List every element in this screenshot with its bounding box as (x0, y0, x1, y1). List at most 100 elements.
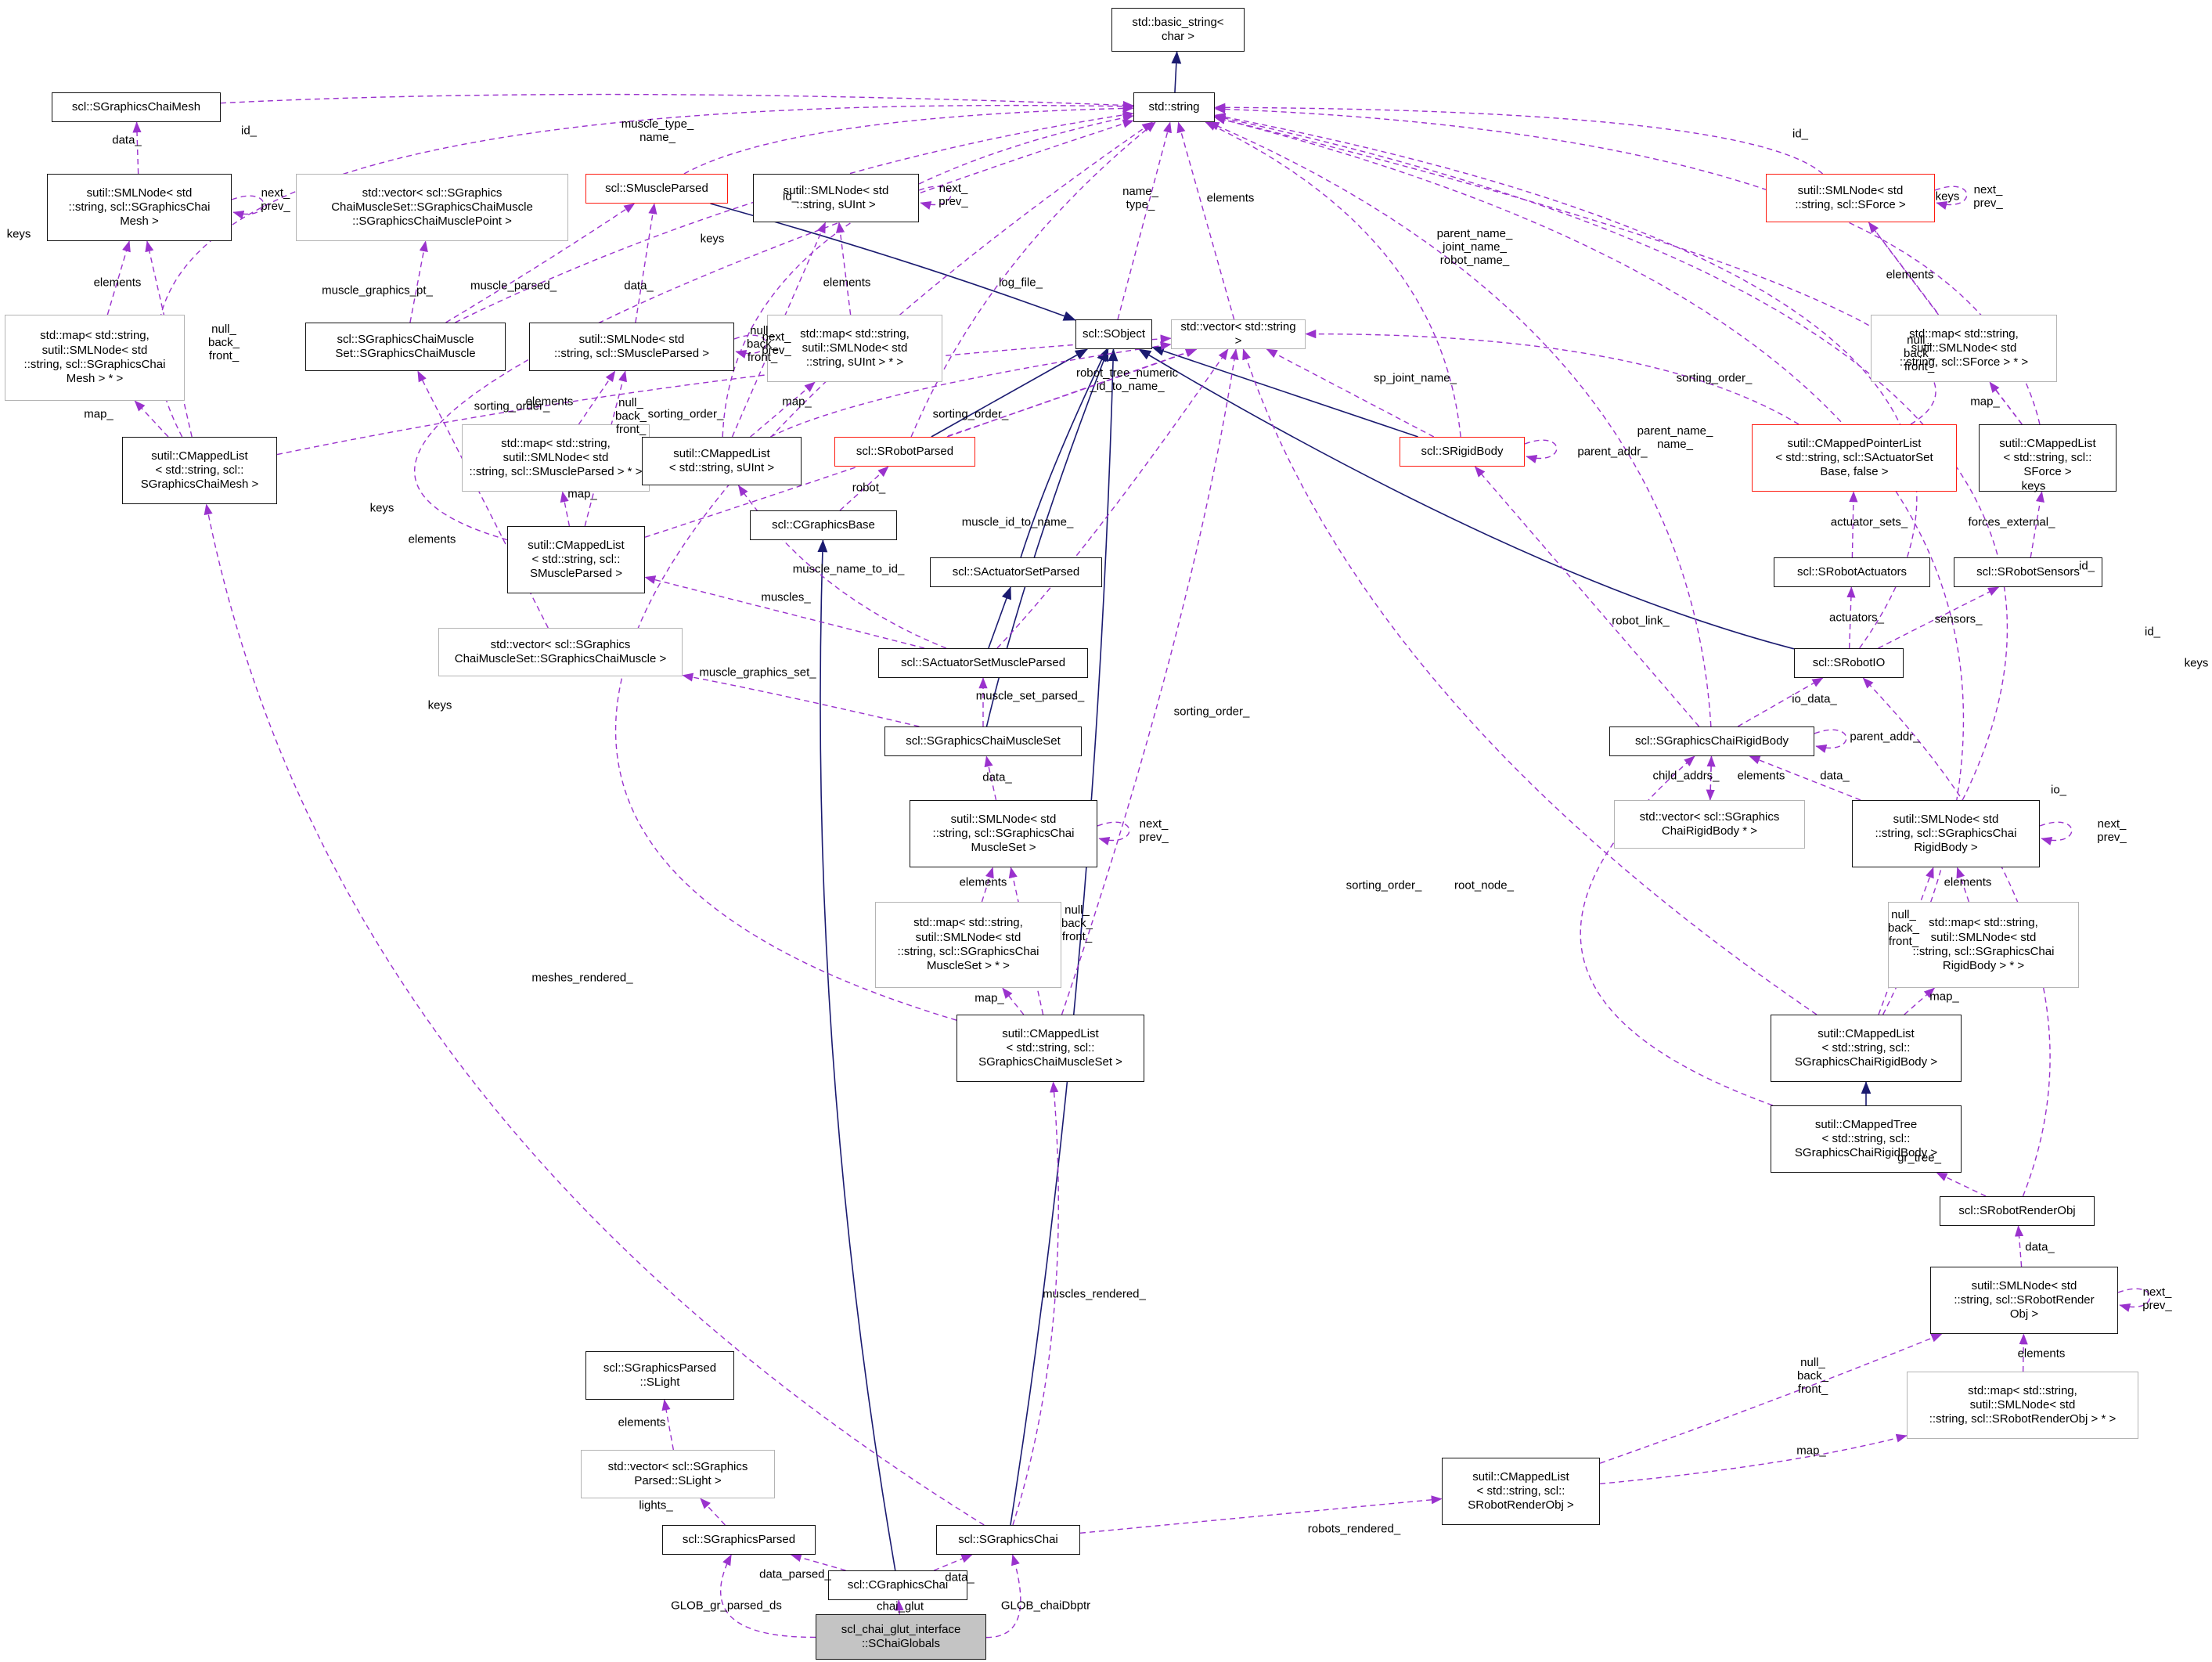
usage-edge-rrobj-to-cmt_gcrigid (1936, 1172, 1987, 1197)
usage-edge-cmpl_aset-to-string (1214, 115, 1936, 425)
inheritance-edge-robot_io-to-sobject (1138, 348, 1795, 650)
class-node-gcrigid[interactable]: scl::SGraphicsChaiRigidBody (1609, 726, 1814, 756)
usage-edge-vec_slight-to-slight (661, 1399, 675, 1451)
usage-edge-node_mparsed-to-node_mparsed (733, 334, 767, 359)
usage-edge-cgchai-to-gchai (933, 1554, 973, 1571)
class-node-rrobj[interactable]: scl::SRobotRenderObj (1940, 1196, 2095, 1226)
class-node-vec_slight[interactable]: std::vector< scl::SGraphics Parsed::SLig… (581, 1450, 775, 1498)
class-node-robot_actuators[interactable]: scl::SRobotActuators (1774, 557, 1930, 587)
usage-edge-aset_mparsed-to-cml_mparsed (644, 575, 925, 649)
usage-edge-cml_suint-to-vec_string (770, 341, 1172, 438)
class-node-vec_string[interactable]: std::vector< std::string > (1171, 319, 1306, 349)
class-node-vec_mpoint[interactable]: std::vector< scl::SGraphics ChaiMuscleSe… (296, 174, 568, 241)
usage-edge-gcrigid-to-gcrigid (1814, 729, 1847, 753)
usage-edge-cmpl_aset-to-vec_string (1305, 330, 1800, 425)
usage-edge-robot_parsed-to-string (910, 121, 1156, 438)
class-node-rigid_body[interactable]: scl::SRigidBody (1400, 437, 1525, 467)
class-node-gparsed[interactable]: scl::SGraphicsParsed (662, 1525, 816, 1555)
usage-edge-rigid_body-to-string (1205, 121, 1461, 438)
usage-edge-gchai-to-cml_rrobj (1079, 1495, 1443, 1534)
class-node-robot_io[interactable]: scl::SRobotIO (1794, 648, 1904, 678)
class-node-mesh[interactable]: scl::SGraphicsChaiMesh (52, 92, 221, 122)
class-node-node_gcrigid[interactable]: sutil::SMLNode< std ::string, scl::SGrap… (1852, 800, 2040, 867)
class-node-cmt_gcrigid[interactable]: sutil::CMappedTree < std::string, scl:: … (1771, 1105, 1962, 1173)
class-node-slight[interactable]: scl::SGraphicsParsed ::SLight (585, 1351, 734, 1400)
class-node-string[interactable]: std::string (1133, 92, 1215, 122)
usage-edge-map_mesh-to-node_mesh (106, 240, 131, 315)
class-node-gcmuscleset[interactable]: scl::SGraphicsChaiMuscleSet (884, 726, 1082, 756)
usage-edge-map_suint-to-node_suint (835, 222, 852, 315)
usage-edge-cml_suint-to-map_suint (750, 381, 816, 438)
class-node-map_mesh[interactable]: std::map< std::string, sutil::SMLNode< s… (5, 315, 185, 401)
usage-edge-robot_sensors-to-cml_force (2030, 491, 2044, 558)
usage-edge-node_rrobj-to-node_rrobj (2117, 1288, 2151, 1312)
usage-edge-graphics_base-to-robot_parsed (839, 466, 889, 511)
inheritance-edge-aset_parsed-to-sobject (1020, 348, 1108, 558)
usage-edge-globals-to-gparsed (719, 1554, 816, 1639)
class-node-cml_mesh[interactable]: sutil::CMappedList < std::string, scl:: … (122, 437, 277, 504)
class-node-gcmuscle[interactable]: scl::SGraphicsChaiMuscle Set::SGraphicsC… (305, 323, 506, 371)
class-node-cml_rrobj[interactable]: sutil::CMappedList < std::string, scl:: … (1442, 1458, 1600, 1525)
usage-edge-node_gcmset-to-node_gcmset (1097, 821, 1130, 845)
usage-edge-gcmuscle-to-muscle_parsed (445, 203, 636, 323)
class-node-aset_parsed[interactable]: scl::SActuatorSetParsed (930, 557, 1102, 587)
usage-edge-robot_actuators-to-cmpl_aset (1849, 491, 1858, 558)
class-node-graphics_base[interactable]: scl::CGraphicsBase (750, 510, 897, 540)
usage-edge-node_suint-to-node_suint (918, 186, 952, 210)
inheritance-edge-rigid_body-to-sobject (1151, 346, 1418, 438)
class-node-node_rrobj[interactable]: sutil::SMLNode< std ::string, scl::SRobo… (1930, 1267, 2118, 1334)
class-node-muscle_parsed[interactable]: scl::SMuscleParsed (585, 174, 728, 204)
usage-edge-rigid_body-to-vec_string (1266, 348, 1435, 438)
usage-edge-cml_mesh-to-string (156, 102, 1134, 438)
class-node-sobject[interactable]: scl::SObject (1075, 319, 1152, 349)
class-node-node_force[interactable]: sutil::SMLNode< std ::string, scl::SForc… (1766, 174, 1935, 222)
usage-edge-robot_io-to-robot_actuators (1846, 586, 1856, 649)
usage-edge-cml_mparsed-to-map_mparsed (560, 491, 571, 527)
class-node-robot_parsed[interactable]: scl::SRobotParsed (834, 437, 975, 467)
usage-edge-gcmuscleset-to-vec_gcmuscle (682, 672, 920, 727)
usage-edge-muscle_parsed-to-string (683, 103, 1134, 175)
class-node-robot_sensors[interactable]: scl::SRobotSensors (1954, 557, 2102, 587)
usage-edge-map_gcrigid-to-node_gcrigid (1956, 867, 1970, 903)
class-node-aset_mparsed[interactable]: scl::SActuatorSetMuscleParsed (878, 648, 1088, 678)
class-node-cml_force[interactable]: sutil::CMappedList < std::string, scl:: … (1979, 424, 2117, 492)
class-node-globals[interactable]: scl_chai_glut_interface ::SChaiGlobals (816, 1614, 986, 1660)
usage-edge-cml_suint-to-string (722, 114, 1134, 438)
class-node-map_rrobj[interactable]: std::map< std::string, sutil::SMLNode< s… (1907, 1372, 2138, 1439)
class-node-cml_gcrigid[interactable]: sutil::CMappedList < std::string, scl:: … (1771, 1015, 1962, 1082)
class-node-cml_mparsed[interactable]: sutil::CMappedList < std::string, scl:: … (507, 526, 645, 593)
usage-edge-gchai-to-cml_mesh (204, 503, 985, 1526)
usage-edge-node_gcmset-to-gcmuscleset (984, 755, 997, 801)
class-node-vec_gcrigid[interactable]: std::vector< scl::SGraphics ChaiRigidBod… (1614, 800, 1805, 849)
usage-edge-gcrigid-to-rigid_body (1474, 466, 1700, 727)
class-node-basic_string[interactable]: std::basic_string< char > (1111, 8, 1245, 52)
inheritance-edge-string-to-basic_string (1171, 51, 1182, 93)
class-node-cml_gcmset[interactable]: sutil::CMappedList < std::string, scl:: … (956, 1015, 1144, 1082)
class-node-node_mparsed[interactable]: sutil::SMLNode< std ::string, scl::SMusc… (529, 323, 734, 371)
class-node-map_gcrigid[interactable]: std::map< std::string, sutil::SMLNode< s… (1888, 902, 2079, 988)
usage-edge-vec_string-to-string (1176, 121, 1235, 320)
class-node-cgchai[interactable]: scl::CGraphicsChai (828, 1570, 967, 1600)
class-node-node_gcmset[interactable]: sutil::SMLNode< std ::string, scl::SGrap… (910, 800, 1097, 867)
usage-edge-robot_io-to-robot_sensors (1878, 586, 2000, 649)
class-node-vec_gcmuscle[interactable]: std::vector< scl::SGraphics ChaiMuscleSe… (438, 628, 683, 676)
usage-edge-gparsed-to-vec_slight (700, 1498, 726, 1526)
inheritance-edge-aset_mparsed-to-aset_parsed (988, 586, 1011, 649)
class-node-gchai[interactable]: scl::SGraphicsChai (936, 1525, 1080, 1555)
inheritance-edge-robot_parsed-to-sobject (931, 348, 1088, 438)
usage-edge-aset_mparsed-to-cml_suint (737, 485, 947, 649)
class-node-map_force[interactable]: std::map< std::string, sutil::SMLNode< s… (1871, 315, 2057, 382)
class-node-map_mparsed[interactable]: std::map< std::string, sutil::SMLNode< s… (462, 424, 650, 492)
usage-edge-gcrigid-to-string (1208, 121, 1712, 727)
class-node-cml_suint[interactable]: sutil::CMappedList < std::string, sUInt … (642, 437, 802, 485)
class-node-node_suint[interactable]: sutil::SMLNode< std ::string, sUInt > (753, 174, 919, 222)
usage-edge-node_force-to-node_force (1934, 186, 1968, 210)
usage-edge-node_mesh-to-mesh (132, 121, 142, 175)
usage-edge-cgchai-to-gparsed (790, 1553, 846, 1571)
class-node-cmpl_aset[interactable]: sutil::CMappedPointerList < std::string,… (1752, 424, 1957, 492)
class-node-node_mesh[interactable]: sutil::SMLNode< std ::string, scl::SGrap… (47, 174, 232, 241)
inheritance-edge-gchai-to-sobject (1010, 348, 1119, 1526)
class-node-map_suint[interactable]: std::map< std::string, sutil::SMLNode< s… (767, 315, 942, 382)
class-node-map_gcmset[interactable]: std::map< std::string, sutil::SMLNode< s… (875, 902, 1061, 988)
